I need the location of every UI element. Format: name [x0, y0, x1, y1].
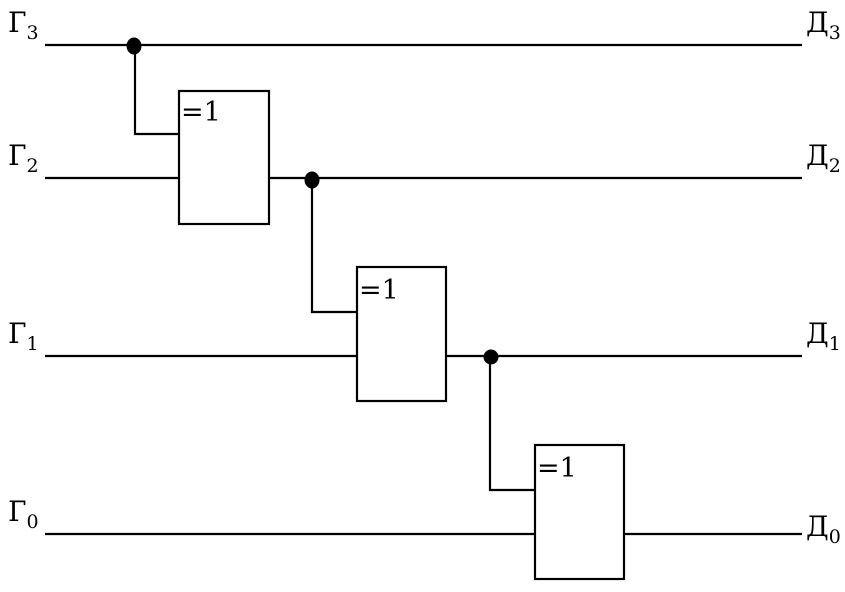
xor-gate-3-label: =1 [537, 453, 577, 484]
junction-dot-1 [126, 37, 142, 55]
junction-dot-2 [304, 171, 320, 189]
output-label-d2: Д2 [806, 139, 841, 177]
output-label-d3: Д3 [806, 6, 841, 44]
xor-gate-2: =1 [355, 265, 448, 403]
branch-wire-gate-2 [310, 180, 357, 314]
output-label-d0: Д0 [806, 510, 841, 548]
branch-wire-gate-1 [133, 46, 179, 136]
output-label-d1: Д1 [806, 317, 841, 355]
xor-gate-1-label: =1 [181, 97, 221, 128]
input-label-g1: Г1 [8, 317, 39, 355]
xor-gate-2-label: =1 [359, 275, 399, 306]
input-label-g2: Г2 [8, 139, 39, 177]
xor-gate-3: =1 [533, 443, 626, 581]
xor-gate-1: =1 [177, 89, 271, 226]
input-label-g3: Г3 [8, 6, 39, 44]
branch-wire-gate-3 [488, 357, 535, 492]
input-label-g0: Г0 [8, 495, 39, 533]
junction-dot-3 [483, 349, 499, 365]
